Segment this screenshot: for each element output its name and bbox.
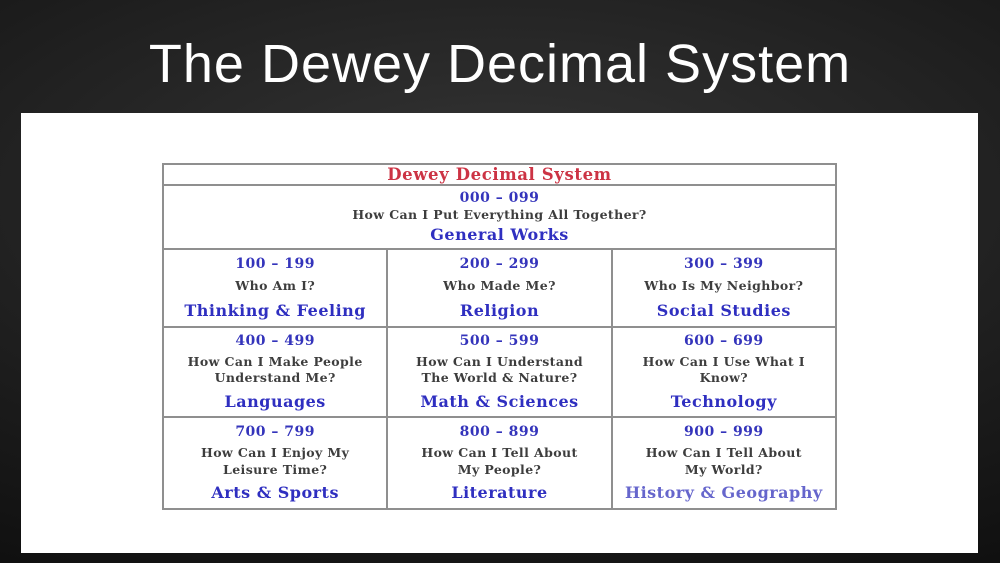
category-100: Thinking & Feeling bbox=[184, 300, 366, 320]
table-title: Dewey Decimal System bbox=[162, 163, 837, 186]
question-700: How Can I Enjoy My Leisure Time? bbox=[200, 445, 350, 477]
range-600: 600 – 699 bbox=[683, 333, 764, 350]
question-100: Who Am I? bbox=[235, 278, 316, 294]
range-500: 500 – 599 bbox=[459, 333, 540, 350]
range-000: 000 – 099 bbox=[459, 189, 540, 206]
range-900: 900 – 999 bbox=[683, 423, 764, 440]
slide-title: The Dewey Decimal System bbox=[148, 33, 852, 94]
cell-900: 900 – 999 How Can I Tell About My World?… bbox=[610, 416, 838, 510]
range-400: 400 – 499 bbox=[235, 333, 316, 350]
category-200: Religion bbox=[459, 300, 540, 320]
cell-500: 500 – 599 How Can I Understand The World… bbox=[386, 326, 613, 418]
range-800: 800 – 899 bbox=[459, 423, 540, 440]
question-300: Who Is My Neighbor? bbox=[644, 278, 804, 294]
question-900: How Can I Tell About My World? bbox=[645, 445, 802, 477]
range-700: 700 – 799 bbox=[235, 423, 316, 440]
cell-300: 300 – 399 Who Is My Neighbor? Social Stu… bbox=[610, 248, 838, 328]
cell-700: 700 – 799 How Can I Enjoy My Leisure Tim… bbox=[161, 416, 389, 510]
category-500: Math & Sciences bbox=[420, 391, 579, 411]
category-700: Arts & Sports bbox=[211, 483, 339, 503]
table-row-400s: 400 – 499 How Can I Make People Understa… bbox=[161, 326, 838, 418]
table-row-general: 000 – 099 How Can I Put Everything All T… bbox=[162, 184, 837, 250]
cell-400: 400 – 499 How Can I Make People Understa… bbox=[161, 326, 389, 418]
range-300: 300 – 399 bbox=[683, 256, 764, 273]
range-200: 200 – 299 bbox=[459, 256, 540, 273]
category-600: Technology bbox=[670, 391, 777, 411]
cell-000: 000 – 099 How Can I Put Everything All T… bbox=[162, 184, 837, 250]
question-500: How Can I Understand The World & Nature? bbox=[416, 354, 583, 386]
table-title-row: Dewey Decimal System bbox=[162, 163, 837, 186]
table-row-700s: 700 – 799 How Can I Enjoy My Leisure Tim… bbox=[161, 416, 838, 510]
question-400: How Can I Make People Understand Me? bbox=[187, 354, 363, 386]
cell-600: 600 – 699 How Can I Use What I Know? Tec… bbox=[610, 326, 838, 418]
content-panel: Dewey Decimal System 000 – 099 How Can I… bbox=[21, 113, 978, 553]
cell-800: 800 – 899 How Can I Tell About My People… bbox=[386, 416, 613, 510]
question-600: How Can I Use What I Know? bbox=[642, 354, 806, 386]
category-400: Languages bbox=[224, 391, 326, 411]
question-800: How Can I Tell About My People? bbox=[421, 445, 578, 477]
category-000: General Works bbox=[430, 225, 569, 245]
question-000: How Can I Put Everything All Together? bbox=[352, 207, 647, 223]
category-900: History & Geography bbox=[624, 483, 823, 503]
cell-200: 200 – 299 Who Made Me? Religion bbox=[386, 248, 613, 328]
table-row-100s: 100 – 199 Who Am I? Thinking & Feeling 2… bbox=[161, 248, 838, 328]
range-100: 100 – 199 bbox=[235, 256, 316, 273]
question-200: Who Made Me? bbox=[443, 278, 556, 294]
category-800: Literature bbox=[451, 483, 548, 503]
category-300: Social Studies bbox=[656, 300, 791, 320]
cell-100: 100 – 199 Who Am I? Thinking & Feeling bbox=[161, 248, 389, 328]
dewey-table: Dewey Decimal System 000 – 099 How Can I… bbox=[161, 163, 838, 510]
